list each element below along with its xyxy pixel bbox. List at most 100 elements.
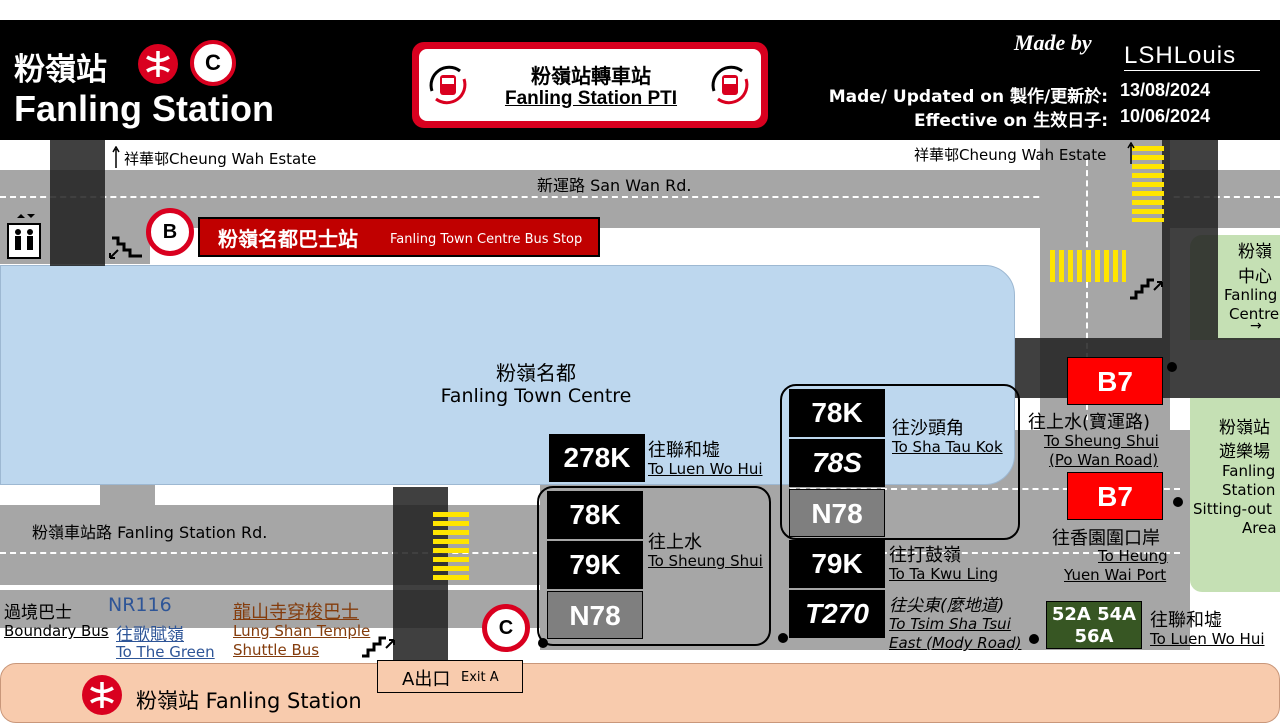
fanling-station-block — [0, 663, 1280, 723]
route-278k-dest-en: To Luen Wo Hui — [648, 460, 763, 478]
route-278k-dest-zh: 往聯和墟 — [648, 440, 720, 461]
sha-tau-kok-route-group — [780, 384, 1020, 540]
heung-yuen-wai-dest-en-2: Yuen Wai Port — [1064, 566, 1167, 584]
bus-icon — [424, 61, 472, 109]
sheung-shui-route-group — [537, 486, 771, 646]
sha-tau-kok-dest-zh: 往沙頭角 — [892, 418, 964, 439]
fanling-centre-en-2: Centre — [1229, 305, 1280, 323]
pti-title-zh: 粉嶺站轉車站 — [531, 64, 651, 88]
stairs-icon — [108, 234, 142, 259]
sitting-out-area-block — [1190, 398, 1280, 592]
nr116-dest-en: To The Green — [116, 643, 215, 661]
updated-value: 13/08/2024 — [1120, 80, 1211, 100]
pti-title-panel — [419, 49, 761, 121]
route-badge-79k: 79K — [789, 540, 885, 588]
town-centre-zh: 粉嶺名都 — [496, 361, 576, 385]
route-badge-b7: B7 — [1067, 472, 1163, 520]
author-signature: LSHLouis — [1124, 42, 1237, 69]
fanling-centre-arrow: → — [1250, 318, 1262, 334]
route-badge-78k: 78K — [547, 491, 643, 539]
fanling-station-road-label: 粉嶺車站路 Fanling Station Rd. — [32, 523, 268, 542]
ta-kwu-ling-dest-en: To Ta Kwu Ling — [889, 565, 999, 583]
tst-east-dest-en-1: To Tsim Sha Tsui — [889, 615, 1011, 633]
minibus-route-panel — [1046, 601, 1142, 649]
arrow-up-icon — [112, 145, 120, 172]
minibus-routes-line-2: 56A — [1074, 626, 1114, 647]
bus-icon — [706, 61, 754, 109]
tst-east-dest-en-2: East (Mody Road) — [889, 634, 1022, 652]
sheung-shui-dest-zh: 往上水 — [648, 532, 702, 553]
made-by-label: Made by — [1014, 30, 1092, 55]
minibus-dest-zh: 往聯和墟 — [1150, 610, 1222, 631]
effective-value: 10/06/2024 — [1120, 106, 1211, 126]
effective-label: Effective on 生效日子: — [914, 111, 1108, 131]
bus-stop-b-badge: B — [146, 208, 194, 256]
fanling-station-label: 粉嶺站 Fanling Station — [136, 689, 362, 713]
lower-road-stub — [100, 484, 155, 509]
sitting-area-en-2: Station — [1222, 481, 1276, 499]
zebra-crossing-top — [1132, 146, 1164, 222]
north-south-lane-marking — [1086, 160, 1088, 420]
route-badge-278k: 278K — [549, 434, 645, 482]
po-wan-dest-en-1: To Sheung Shui — [1044, 432, 1159, 450]
exit-a-zh: A出口 — [402, 669, 451, 690]
ta-kwu-ling-dest-zh: 往打鼓嶺 — [889, 545, 961, 566]
sitting-area-en-4: Area — [1242, 519, 1277, 537]
minibus-routes-line-1: 52A 54A — [1051, 604, 1137, 625]
route-badge-t270: T270 — [789, 590, 885, 638]
lift-icon — [5, 212, 43, 260]
route-badge-79k: 79K — [547, 541, 643, 589]
bus-stop-marker — [1029, 634, 1039, 644]
exit-a-en: Exit A — [461, 670, 499, 685]
arrow-up-icon — [1127, 141, 1135, 168]
exit-c-badge: C — [190, 40, 236, 86]
nr116-route: NR116 — [108, 594, 172, 616]
route-badge-n78: N78 — [789, 489, 885, 537]
bus-stop-label-panel — [198, 217, 600, 257]
mtr-logo-icon — [138, 44, 178, 84]
po-wan-dest-zh: 往上水(寶運路) — [1028, 412, 1151, 433]
lung-shan-zh: 龍山寺穿梭巴士 — [233, 602, 359, 623]
sitting-area-zh-1: 粉嶺站 — [1219, 418, 1270, 438]
author-underline — [1124, 70, 1260, 71]
updated-label: Made/ Updated on 製作/更新於: — [828, 87, 1108, 107]
footbridge-left — [50, 138, 105, 266]
heung-yuen-wai-dest-zh: 往香園圍口岸 — [1052, 528, 1160, 549]
stairs-icon — [360, 634, 395, 658]
lung-shan-en-1: Lung Shan Temple — [233, 622, 371, 640]
sitting-area-en-3: Sitting-out — [1193, 500, 1272, 518]
bus-stop-marker — [778, 633, 788, 643]
fanling-centre-zh-2: 中心 — [1238, 267, 1272, 287]
boundary-bus-zh: 過境巴士 — [4, 603, 72, 623]
fanling-centre-zh-1: 粉嶺 — [1238, 242, 1272, 262]
sitting-area-en-1: Fanling — [1222, 462, 1276, 480]
pti-title-en: Fanling Station PTI — [504, 88, 678, 109]
exit-c-map-badge: C — [482, 604, 530, 652]
san-wan-road-lane-marking — [0, 196, 1280, 198]
footbridge-right — [1162, 138, 1218, 338]
pti-lane-marking-1 — [790, 488, 1180, 490]
bus-stop-marker — [1167, 362, 1177, 372]
heung-yuen-wai-dest-en-1: To Heung — [1098, 547, 1168, 565]
cheung-wah-estate-left: 祥華邨Cheung Wah Estate — [124, 150, 317, 168]
route-badge-78s: 78S — [789, 439, 885, 487]
boundary-bus-en: Boundary Bus — [4, 622, 109, 640]
tst-east-dest-zh: 往尖東(麼地道) — [889, 596, 1005, 616]
po-wan-dest-en-2: (Po Wan Road) — [1049, 451, 1159, 469]
bus-bay-road — [0, 590, 540, 628]
bus-stop-label-en: Fanling Town Centre Bus Stop — [390, 232, 583, 247]
fanling-centre-en-1: Fanling — [1224, 286, 1278, 304]
town-centre-en: Fanling Town Centre — [440, 385, 632, 407]
mtr-logo-icon — [82, 675, 122, 715]
nr116-dest-zh: 往歌賦嶺 — [116, 625, 184, 645]
sitting-area-zh-2: 遊樂場 — [1219, 442, 1270, 462]
cheung-wah-estate-right: 祥華邨Cheung Wah Estate — [914, 146, 1107, 164]
bus-stop-marker — [1173, 497, 1183, 507]
route-badge-b7: B7 — [1067, 357, 1163, 405]
san-wan-road-label: 新運路 San Wan Rd. — [537, 176, 692, 195]
bus-stop-label-zh: 粉嶺名都巴士站 — [218, 227, 358, 251]
sheung-shui-dest-en: To Sheung Shui — [648, 552, 763, 570]
lung-shan-en-2: Shuttle Bus — [233, 641, 320, 659]
bus-stop-marker — [538, 638, 548, 648]
sha-tau-kok-dest-en: To Sha Tau Kok — [892, 438, 1003, 456]
